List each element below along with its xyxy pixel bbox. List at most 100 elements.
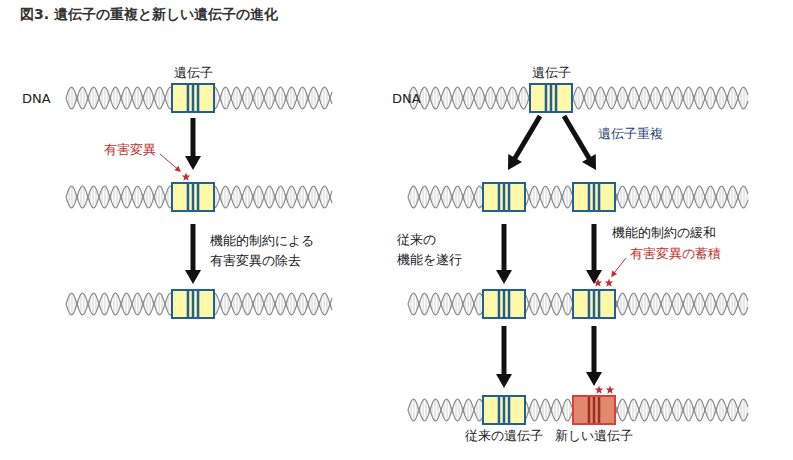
mutation-star [605,279,614,287]
dna-rung [69,296,70,313]
dna-rung [72,293,73,315]
gene-node: 新しい遺伝子 [555,395,633,444]
gene-label: 遺伝子 [174,64,213,81]
dna-rung [666,399,667,421]
gene-graphic [572,395,616,425]
gene-graphic [171,83,215,113]
arrow-head [496,374,512,388]
dna-rung [642,296,643,313]
dna-rung [315,88,316,108]
dna-rung [411,189,412,206]
leader-line [160,154,179,170]
dna-rung [555,187,556,207]
dna-rung [126,87,127,109]
dna-rung [744,399,745,421]
gene-stripe [192,291,195,317]
dna-rung [654,294,655,314]
dna-rung [525,88,526,108]
dna-rung [435,399,436,421]
dna-rung [228,189,229,206]
dna-rung [216,294,217,314]
gene-body [172,290,214,318]
dna-rung [237,186,238,208]
dna-rung [414,186,415,208]
mutation-star [182,173,191,181]
dna-rung [654,88,655,108]
gene-body [573,396,615,424]
dna-rung [723,88,724,108]
dna-rung [426,187,427,207]
dna-rung [720,294,721,314]
dna-rung [636,296,637,313]
dna-rung [711,293,712,315]
arrow-shaft [515,116,540,159]
dna-rung [732,87,733,109]
dna-rung [723,187,724,207]
dna-rung [162,90,163,107]
mutation-star [606,386,615,394]
gene-body [483,396,525,424]
dna-rung [669,90,670,107]
gene-stripe [588,397,591,423]
dna-rung [456,187,457,207]
dna-rung [234,189,235,206]
dna-rung [291,87,292,109]
dna-rung [675,189,676,206]
dna-rung [678,87,679,109]
dna-rung [294,296,295,313]
dna-rung [168,189,169,206]
dna-rung [327,90,328,107]
dna-rung [690,88,691,108]
dna-rung [690,187,691,207]
dna-rung [72,186,73,208]
dna-rung [621,400,622,420]
dna-rung [105,87,106,109]
dna-rung [621,88,622,108]
dna-rung [447,399,448,421]
dna-rung [426,294,427,314]
dna-rung [699,87,700,109]
gene-body [530,84,572,112]
gene-label: 遺伝子 [532,64,571,81]
dna-rung [312,88,313,108]
dna-rung [234,90,235,107]
dna-rung [84,294,85,314]
dna-rung [324,87,325,109]
dna-rung [282,88,283,108]
dna-rung [720,88,721,108]
dna-rung [480,399,481,421]
gene-stripe [545,85,548,111]
arrow-head [496,270,512,284]
gene-stripe [593,397,596,423]
dna-rung [591,88,592,108]
dna-rung [438,90,439,107]
dna-rung [96,189,97,206]
figure-title: 図3. 遺伝子の重複と新しい遺伝子の進化 [20,6,278,24]
gene-body [483,183,525,211]
dna-rung [438,402,439,419]
dna-rung [624,294,625,314]
dna-rung [294,90,295,107]
dna-rung [534,186,535,208]
dna-rung [258,293,259,315]
dna-rung [609,90,610,107]
gene-body [483,290,525,318]
dna-rung [603,90,604,107]
arrow-head [185,156,201,170]
dna-helix [408,87,748,109]
dna-rung [624,187,625,207]
dna-rung [147,88,148,108]
dna-rung [435,293,436,315]
dna-rung [732,399,733,421]
arrow-shaft [592,326,597,373]
dna-rung [555,400,556,420]
dna-rung [456,400,457,420]
dna-rung [687,400,688,420]
dna-rung [81,88,82,108]
dna-rung [105,293,106,315]
dna-rung [126,186,127,208]
dna-rung [675,296,676,313]
dna-rung [654,400,655,420]
dna-rung [216,88,217,108]
